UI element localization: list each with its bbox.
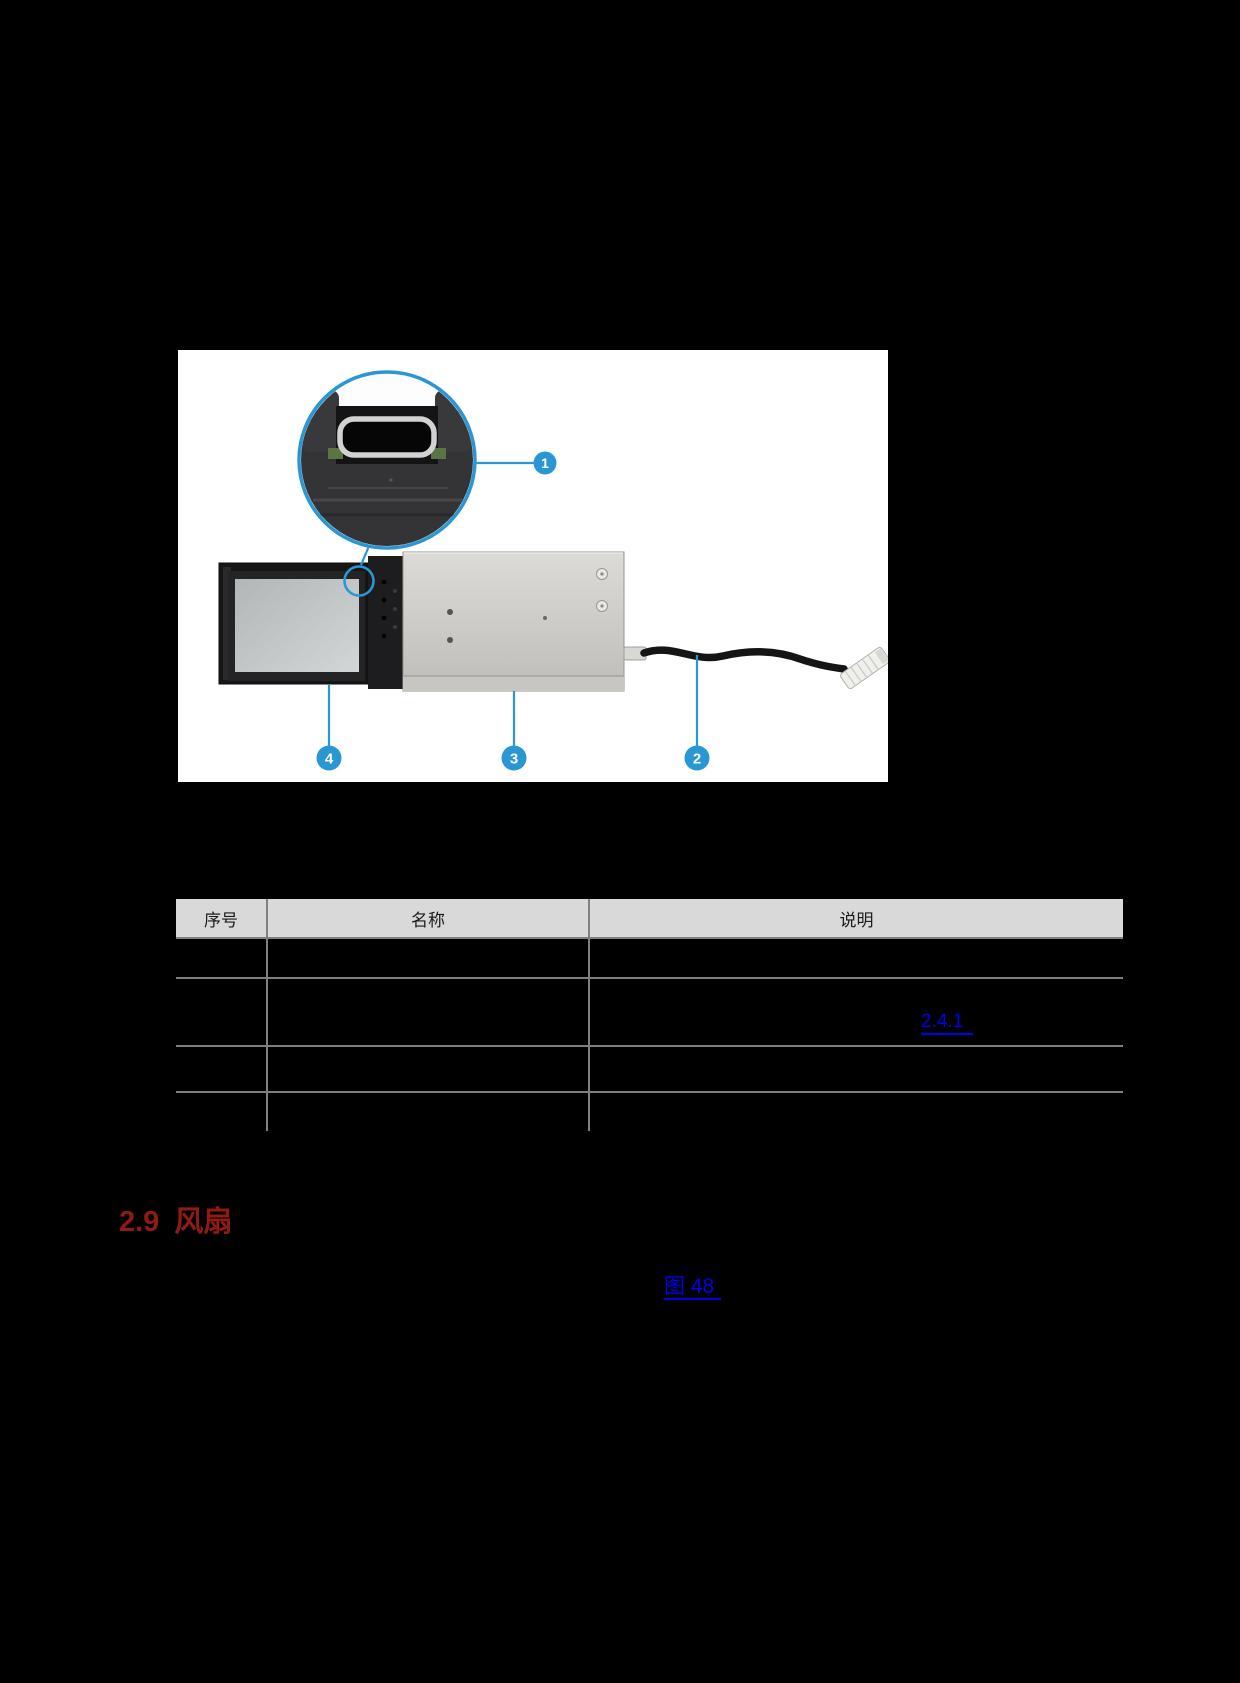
lcd-module-photo: 1 4 3 2 bbox=[218, 370, 888, 771]
table-header-no: 序号 bbox=[176, 899, 267, 939]
parts-table: 序号 名称 说明 2.4.1 bbox=[176, 899, 1123, 1131]
callout-badge-4: 4 bbox=[316, 745, 342, 771]
power-cable bbox=[623, 646, 888, 690]
zoom-circle-outline bbox=[297, 370, 477, 550]
lcd-module bbox=[218, 562, 369, 685]
lcd-screen bbox=[235, 579, 359, 672]
section-title: 风扇 bbox=[174, 1206, 233, 1238]
table-header-name: 名称 bbox=[266, 899, 589, 939]
figure-reference: 图 48 bbox=[664, 1270, 722, 1300]
callout-badge-4-label: 4 bbox=[325, 751, 334, 768]
callout-leader-lines bbox=[327, 461, 699, 746]
section-link-2-4-1[interactable]: 2.4.1 bbox=[921, 1011, 974, 1035]
section-number: 2.9 bbox=[119, 1206, 160, 1238]
callout-badge-3-label: 3 bbox=[510, 751, 518, 768]
port-location-marker bbox=[343, 565, 375, 597]
callout-badge-2-label: 2 bbox=[693, 751, 701, 768]
callout-badge-2: 2 bbox=[684, 745, 710, 771]
table-row bbox=[176, 938, 1123, 979]
table-header-desc: 说明 bbox=[588, 899, 1123, 939]
chassis-plate bbox=[402, 551, 625, 692]
port-closeup-inset bbox=[297, 370, 477, 550]
mounting-bracket bbox=[368, 556, 403, 689]
device-photo bbox=[218, 551, 888, 692]
callout-badge-3: 3 bbox=[501, 745, 527, 771]
callout-badge-1-label: 1 bbox=[541, 455, 549, 471]
hdmi-port bbox=[337, 416, 437, 458]
table-header-row: 序号 名称 说明 bbox=[176, 899, 1123, 939]
callout-badge-1: 1 bbox=[533, 451, 557, 475]
table-row bbox=[176, 1046, 1123, 1093]
table-row bbox=[176, 1092, 1123, 1131]
cable-connector bbox=[840, 646, 888, 690]
section-heading: 2.9 风扇 bbox=[119, 1198, 232, 1240]
table-row: 2.4.1 bbox=[176, 978, 1123, 1047]
figure-48-link[interactable]: 图 48 bbox=[664, 1275, 722, 1300]
product-figure: 1 4 3 2 bbox=[178, 350, 888, 782]
